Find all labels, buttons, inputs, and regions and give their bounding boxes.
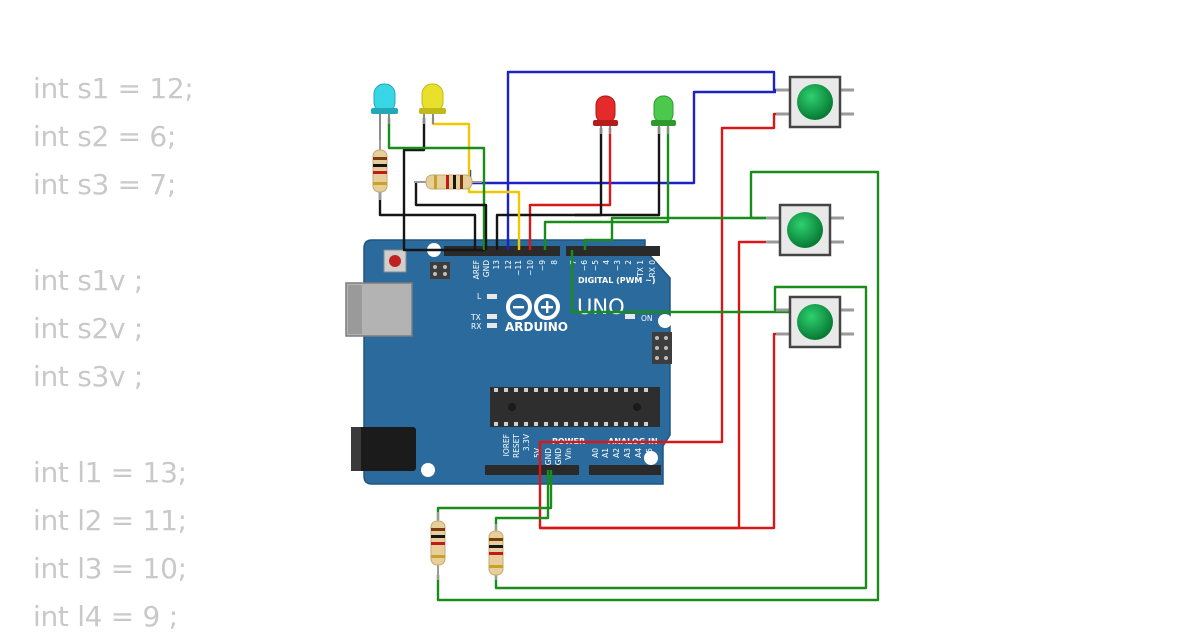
pin-label: ~10 <box>526 260 535 276</box>
code-panel: int s1 = 12; int s2 = 6; int s3 = 7; int… <box>33 68 194 644</box>
pin-label: GND <box>482 260 491 277</box>
pin-label: 7 <box>569 260 578 265</box>
black-wire <box>575 127 661 217</box>
green-wire <box>570 250 790 314</box>
resistor-yellow-led <box>414 174 482 190</box>
green-wire <box>583 216 780 250</box>
circuit-diagram: ARDUINO UNO DIGITAL (PWM ~) POWER ANALOG… <box>345 70 880 602</box>
code-line: int s3 = 7; <box>33 168 177 201</box>
blue-wire <box>506 70 790 250</box>
black-wire <box>414 182 488 250</box>
pin-label: ~11 <box>514 260 523 276</box>
microcontroller-chip <box>490 387 660 427</box>
model-label: UNO <box>577 295 625 319</box>
pin-label: GND <box>544 448 553 465</box>
green-wire <box>494 285 868 590</box>
pin-label: RESET <box>512 434 521 458</box>
brand-label: ARDUINO <box>505 320 568 334</box>
pin-label: 13 <box>492 260 501 270</box>
push-button-2[interactable] <box>766 203 844 257</box>
pin-label: AREF <box>472 260 481 279</box>
pin-label: 8 <box>550 260 559 265</box>
tx-label: TX <box>470 313 481 322</box>
code-line: int l4 = 9 ; <box>33 600 178 633</box>
code-line: int s2v ; <box>33 312 144 345</box>
red-wire <box>538 112 790 470</box>
pin-label: A1 <box>601 448 610 458</box>
blue-wire <box>468 90 776 185</box>
code-line: int s1v ; <box>33 264 144 297</box>
pin-label: 5V <box>533 447 542 458</box>
on-label: ON <box>641 314 653 323</box>
led-cyan <box>371 83 398 150</box>
digital-header <box>444 246 660 256</box>
led-yellow <box>419 83 446 124</box>
code-line: int s1 = 12; <box>33 72 194 105</box>
pin-label: 12 <box>504 260 513 270</box>
pin-label: GND <box>554 448 563 465</box>
code-line: int s2 = 6; <box>33 120 177 153</box>
push-button-3[interactable] <box>776 295 854 349</box>
pin-label: A3 <box>623 448 632 458</box>
pin-label: ~6 <box>580 260 589 271</box>
arduino-logo <box>506 294 560 320</box>
pin-label: RX 0 <box>648 260 657 278</box>
red-wire <box>528 128 612 250</box>
resistor-pulldown-2 <box>488 524 504 580</box>
black-wire <box>495 128 603 250</box>
power-header <box>485 465 661 475</box>
black-wire <box>378 190 477 250</box>
pin-label: A0 <box>591 448 600 458</box>
led-green <box>651 95 676 134</box>
icsp-header-left <box>430 262 450 279</box>
pin-label: Vin <box>564 448 573 460</box>
rx-label: RX <box>471 322 481 331</box>
resistor-cyan-led <box>372 140 388 200</box>
pin-label: ~3 <box>613 260 622 271</box>
pin-label: ~5 <box>591 260 600 271</box>
code-line: int s3v ; <box>33 360 144 393</box>
black-wire <box>402 118 485 252</box>
power-jack <box>351 427 416 471</box>
pin-label: 3.3V <box>522 433 531 451</box>
led-red <box>593 95 618 134</box>
digital-label: DIGITAL (PWM ~) <box>578 276 656 285</box>
arduino-board: ARDUINO UNO DIGITAL (PWM ~) POWER ANALOG… <box>345 239 672 485</box>
push-button-1[interactable] <box>776 75 854 129</box>
code-line: int l1 = 13; <box>33 456 187 489</box>
pin-label: A5 <box>645 448 654 458</box>
green-wire <box>387 118 486 250</box>
pin-label: 4 <box>602 260 611 265</box>
pin-label: A2 <box>612 448 621 458</box>
pin-label: 2 <box>624 260 633 265</box>
icsp-header-right <box>652 332 672 364</box>
code-line: int l2 = 11; <box>33 504 187 537</box>
pin-label: TX 1 <box>636 260 645 278</box>
pin-label: ~9 <box>538 260 547 271</box>
pin-label: A4 <box>634 448 643 458</box>
resistor-pulldown-1 <box>430 512 446 580</box>
l-label: L <box>477 292 482 301</box>
green-wire <box>543 127 670 250</box>
code-line: int l3 = 10; <box>33 552 187 585</box>
pin-label: IOREF <box>502 434 511 456</box>
